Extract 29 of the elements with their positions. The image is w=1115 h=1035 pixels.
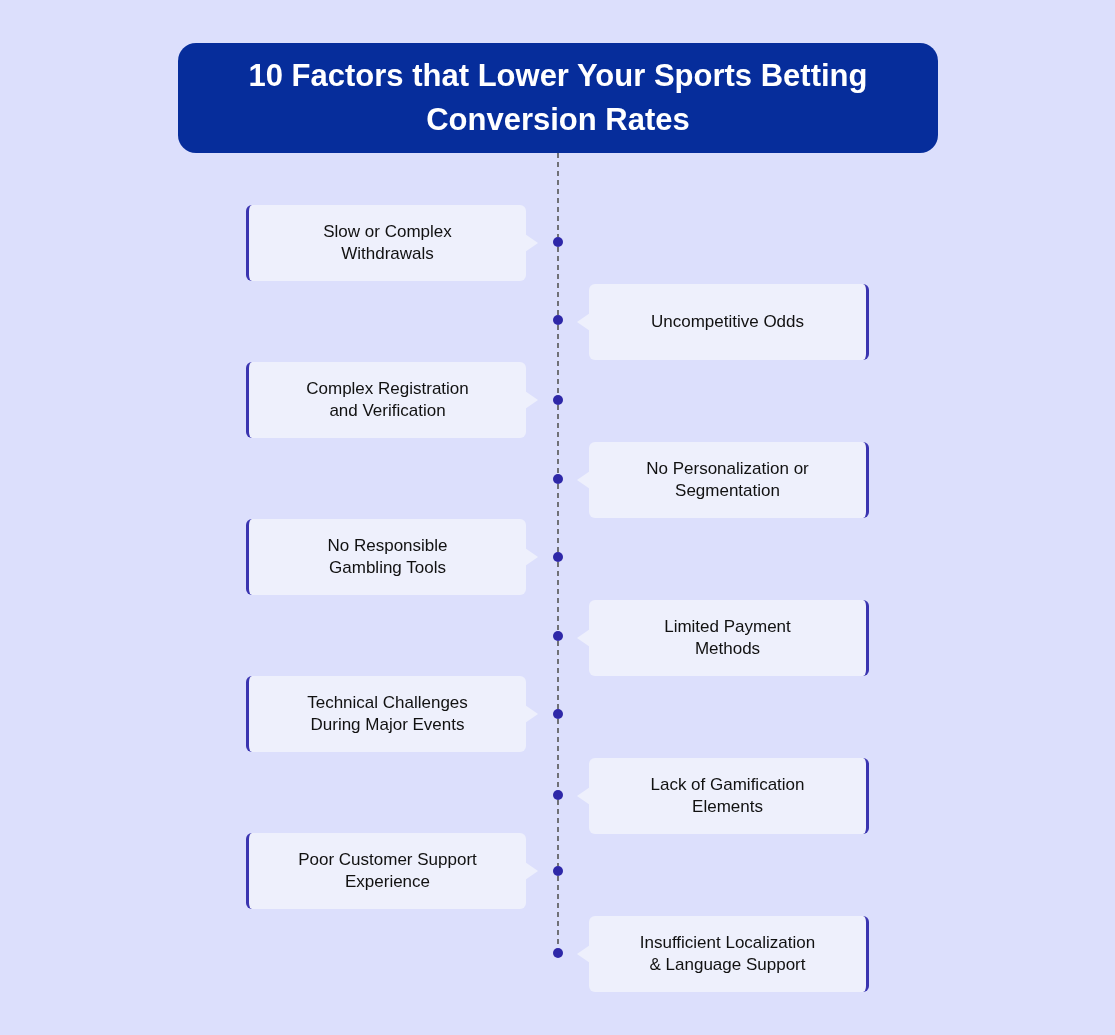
timeline-dot <box>553 315 563 325</box>
factor-card: Lack of Gamification Elements <box>589 758 869 834</box>
dashed-connector <box>557 561 559 632</box>
factor-card: Insufficient Localization & Language Support <box>589 916 869 992</box>
dashed-connector <box>557 152 559 238</box>
dashed-connector <box>557 640 559 710</box>
dashed-connector <box>557 324 559 396</box>
factor-card: Slow or Complex Withdrawals <box>246 205 526 281</box>
title-banner: 10 Factors that Lower Your Sports Betting Conversion Rates <box>178 43 938 153</box>
timeline-dot <box>553 395 563 405</box>
factor-card: Poor Customer Support Experience <box>246 833 526 909</box>
factor-card: Uncompetitive Odds <box>589 284 869 360</box>
dashed-connector <box>557 799 559 867</box>
factor-card: No Responsible Gambling Tools <box>246 519 526 595</box>
factor-card: Technical Challenges During Major Events <box>246 676 526 752</box>
factor-card: Limited Payment Methods <box>589 600 869 676</box>
factor-card: Complex Registration and Verification <box>246 362 526 438</box>
factor-card: No Personalization or Segmentation <box>589 442 869 518</box>
dashed-connector <box>557 483 559 553</box>
timeline-dot <box>553 866 563 876</box>
timeline-dot <box>553 552 563 562</box>
timeline-dot <box>553 237 563 247</box>
timeline-dot <box>553 474 563 484</box>
timeline-dot <box>553 709 563 719</box>
dashed-connector <box>557 404 559 475</box>
timeline-dot <box>553 631 563 641</box>
dashed-connector <box>557 246 559 316</box>
timeline-dot <box>553 790 563 800</box>
timeline-dot <box>553 948 563 958</box>
